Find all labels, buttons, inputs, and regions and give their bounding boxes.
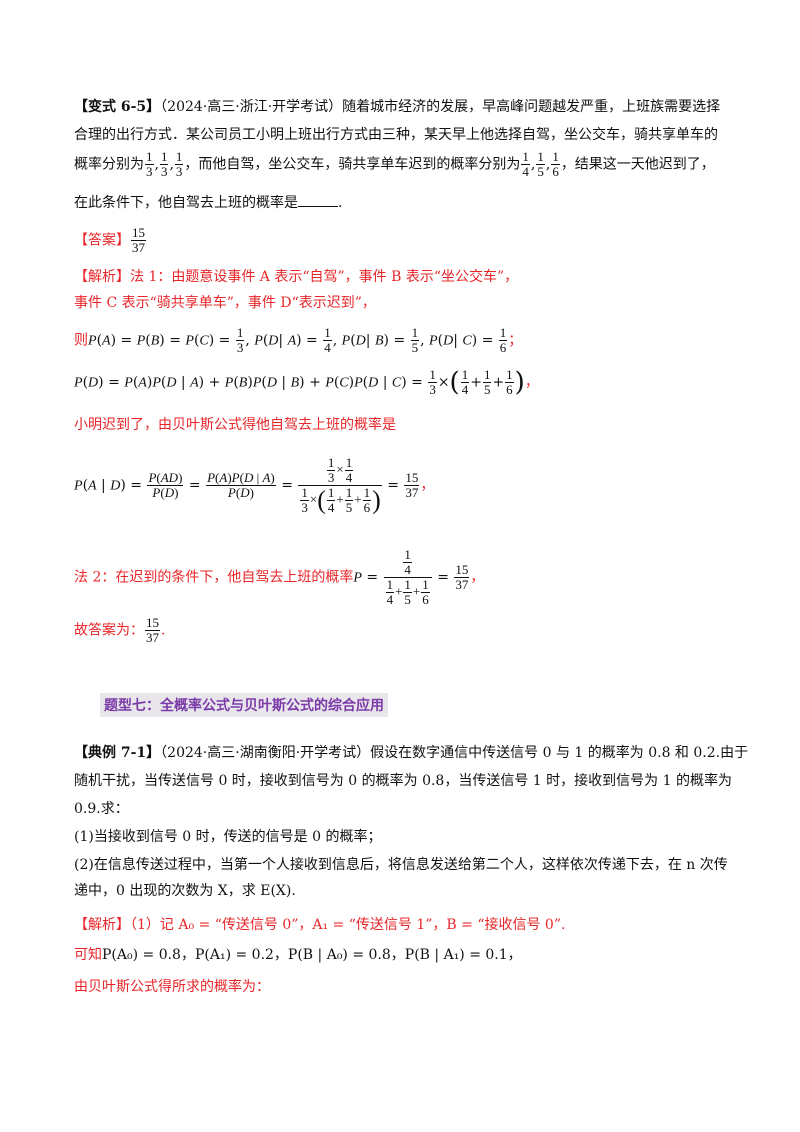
example-analysis-text: （1）记 A₀ = “传送信号 0”，A₁ = “传送信号 1”，B = “接收… <box>130 917 566 933</box>
variant-line-2: 合理的出行方式．某公司员工小明上班出行方式由三种，某天早上他选择自驾，坐公交车，… <box>74 127 718 143</box>
variant-text-3b: ，而他自驾，坐公交车，骑共享单车迟到的概率分别为 <box>184 156 521 173</box>
known-prefix: 可知 <box>74 947 102 963</box>
final-answer-label: 故答案为： <box>74 622 144 639</box>
variant-line-4: 在此条件下，他自驾去上班的概率是. <box>74 192 342 214</box>
analysis-line-1: 【解析】法 1：由题意设事件 A 表示“自驾”，事件 B 表示“坐公交车”， <box>74 266 518 288</box>
variant-source: （2024·高三·浙江·开学考试） <box>160 99 343 115</box>
bayes-intro: 由贝叶斯公式得所求的概率为： <box>74 979 270 995</box>
then-prefix: 则 <box>74 332 88 349</box>
conclusion-1: 小明迟到了，由贝叶斯公式得他自驾去上班的概率是 <box>74 417 396 433</box>
bayes-formula: P(A | D) = P(AD)P(D) = P(A)P(D | A)P(D) … <box>74 455 435 515</box>
total-probability-formula: P(D) = P(A)P(D | A) + P(B)P(D | B) + P(C… <box>74 367 539 398</box>
answer-blank <box>298 192 338 207</box>
variant-text-3a: 概率分别为 <box>74 156 144 173</box>
method-2-text: 法 2：在迟到的条件下，他自驾去上班的概率 <box>74 569 354 586</box>
analysis-text-1: 法 1：由题意设事件 A 表示“自驾”，事件 B 表示“坐公交车”， <box>130 269 519 285</box>
answer-denominator: 37 <box>132 240 145 255</box>
variant-tag: 【变式 6-5】 <box>74 99 161 115</box>
answer-label: 【答案】 <box>74 232 130 249</box>
example-analysis-1: 【解析】（1）记 A₀ = “传送信号 0”，A₁ = “传送信号 1”，B =… <box>74 914 565 936</box>
variant-line-1: 【变式 6-5】（2024·高三·浙江·开学考试）随着城市经济的发展，早高峰问题… <box>74 96 720 118</box>
known-probabilities: 可知P(A₀) = 0.8，P(A₁) = 0.2，P(B | A₀) = 0.… <box>74 944 522 966</box>
example-line-2: 随机干扰，当传送信号 0 时，接收到信号为 0 的概率为 0.8，当传送信号 1… <box>74 773 732 789</box>
question-1: (1)当接收到信号 0 时，传送的信号是 0 的概率； <box>74 829 382 845</box>
example-source: （2024·高三·湖南衡阳·开学考试） <box>160 745 371 761</box>
analysis-label: 【解析】 <box>74 269 130 285</box>
variant-text-1: 随着城市经济的发展，早高峰问题越发严重，上班族需要选择 <box>342 99 721 115</box>
question-2-continued: 递中，0 出现的次数为 X，求 E(X). <box>74 883 296 899</box>
analysis-line-2: 事件 C 表示“骑共享单车”，事件 D“表示迟到”， <box>74 295 376 311</box>
variant-text-3c: ，结果这一天他迟到了， <box>560 156 715 173</box>
answer-numerator: 15 <box>131 225 146 241</box>
known-values: P(A₀) = 0.8，P(A₁) = 0.2，P(B | A₀) = 0.8，… <box>102 947 522 963</box>
example-analysis-label: 【解析】 <box>74 917 130 933</box>
example-line-1: 【典例 7-1】（2024·高三·湖南衡阳·开学考试）假设在数字通信中传送信号 … <box>74 742 748 764</box>
example-text-1: 假设在数字通信中传送信号 0 与 1 的概率为 0.8 和 0.2.由于 <box>370 745 749 761</box>
example-tag: 【典例 7-1】 <box>74 745 161 761</box>
section-heading: 题型七：全概率公式与贝叶斯公式的综合应用 <box>100 693 388 717</box>
variant-text-4: 在此条件下，他自驾去上班的概率是 <box>74 195 298 211</box>
question-2: (2)在信息传送过程中，当第一个人接收到信息后，将信息发送给第二个人，这样依次传… <box>74 857 728 873</box>
example-line-3: 0.9.求： <box>74 801 129 817</box>
